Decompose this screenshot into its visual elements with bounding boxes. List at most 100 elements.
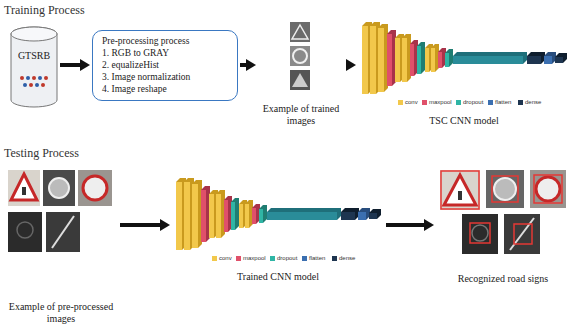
cnn-layers: [362, 22, 567, 94]
legend-swatch: [488, 100, 493, 105]
recognized-images-part: [458, 191, 462, 200]
trained-thumbnails-part: [293, 49, 307, 63]
section-heading: Training Process: [4, 3, 85, 18]
legend-text: maxpool: [429, 99, 452, 106]
flow-arrow: [346, 63, 347, 67]
step-text: 1. RGB to GRAY: [102, 48, 228, 60]
image-group: Example of trained images: [258, 20, 344, 128]
legend-text: flatten: [309, 255, 325, 262]
trained-thumbnails-part: [292, 73, 308, 87]
test-images-part: [22, 187, 26, 195]
flow-arrow: [60, 63, 81, 67]
recognized-images-part: [472, 225, 488, 241]
legend-item: flatten: [488, 99, 511, 106]
legend-item: dropout: [270, 255, 297, 262]
legend-swatch: [302, 256, 307, 261]
cnn-model: TSC CNN model: [358, 18, 570, 128]
data-dot: [20, 76, 24, 80]
legend-text: dropout: [277, 255, 297, 262]
recognized-images-part: [510, 218, 534, 250]
legend-swatch: [332, 256, 337, 261]
legend-swatch: [422, 100, 427, 105]
data-dot: [35, 83, 39, 87]
node-caption: TSC CNN model: [429, 115, 498, 127]
legend-swatch: [398, 100, 403, 105]
test-images-part: [83, 176, 107, 200]
legend-text: flatten: [495, 99, 511, 106]
legend-item: maxpool: [236, 255, 266, 262]
node-caption: Recognized road signs: [458, 273, 549, 285]
flow-arrow: [386, 223, 425, 227]
cnn-layers: [176, 178, 381, 250]
section-heading: Testing Process: [4, 146, 79, 161]
recognized-images-part: [514, 224, 532, 244]
step-text: 4. Image reshape: [102, 84, 228, 96]
cylinder-body: [11, 27, 57, 107]
data-dot: [38, 76, 42, 80]
legend-item: conv: [212, 255, 232, 262]
recognized-images-part: [494, 178, 516, 200]
test-images-part: [8, 170, 40, 206]
data-dot: [23, 83, 27, 87]
test-images-part: [49, 178, 69, 198]
cnn-model: Trained CNN model: [172, 174, 384, 284]
recognized-images-part: [440, 170, 480, 210]
process-box: Pre-processing process1. RGB to GRAY2. e…: [92, 30, 238, 101]
trained-thumbnails: [290, 22, 310, 90]
recognized-images-part: [486, 170, 524, 208]
trained-thumbnails-part: [290, 70, 310, 90]
trained-thumbnails-part: [290, 46, 310, 66]
legend-text: conv: [219, 255, 232, 262]
image-group: Example of pre-processed images: [4, 166, 118, 326]
test-images-part: [11, 174, 37, 200]
test-images-part: [17, 222, 33, 238]
recognized-images-part: [504, 214, 540, 254]
recognized-images-part: [444, 175, 476, 205]
recognized-images-part: [470, 223, 490, 243]
test-images-part: [78, 170, 112, 206]
legend-item: dense: [332, 255, 355, 262]
recognized-images-part: [534, 175, 562, 203]
step-text: 2. equalizeHist: [102, 60, 228, 72]
step-text: 3. Image normalization: [102, 72, 228, 84]
data-dot: [29, 83, 33, 87]
legend-swatch: [456, 100, 461, 105]
test-images-part: [43, 170, 75, 206]
node-caption: Trained CNN model: [237, 271, 319, 283]
step-text: Pre-processing process: [102, 36, 228, 48]
legend-item: conv: [398, 99, 418, 106]
legend-item: flatten: [302, 255, 325, 262]
test-images-part: [8, 212, 42, 252]
legend-text: dense: [339, 255, 355, 262]
test-images: [8, 170, 112, 252]
recognized-images-part: [441, 171, 479, 209]
node-caption: GTSRB: [18, 50, 50, 62]
legend-text: conv: [405, 99, 418, 106]
legend-item: dense: [518, 99, 541, 106]
legend-swatch: [236, 256, 241, 261]
legend-item: maxpool: [422, 99, 452, 106]
data-dot: [26, 76, 30, 80]
recognized-images-part: [462, 214, 498, 254]
recognized-images: [440, 170, 566, 254]
cylinder-top: [11, 27, 57, 41]
legend-swatch: [518, 100, 523, 105]
test-images-part: [46, 212, 80, 252]
legend-text: maxpool: [243, 255, 266, 262]
recognized-images-part: [492, 176, 518, 202]
recognized-images-part: [536, 177, 560, 201]
data-dot: [32, 76, 36, 80]
cylinder-outline: [10, 26, 58, 108]
trained-thumbnails-part: [292, 25, 308, 39]
legend-text: dropout: [463, 99, 483, 106]
legend-swatch: [270, 256, 275, 261]
test-images-part: [52, 216, 74, 248]
database-cylinder: GTSRB: [10, 26, 58, 108]
node-caption: Example of trained images: [260, 103, 342, 126]
recognized-images-part: [530, 170, 566, 208]
legend-swatch: [212, 256, 217, 261]
data-dot: [41, 83, 45, 87]
data-dot: [44, 76, 48, 80]
